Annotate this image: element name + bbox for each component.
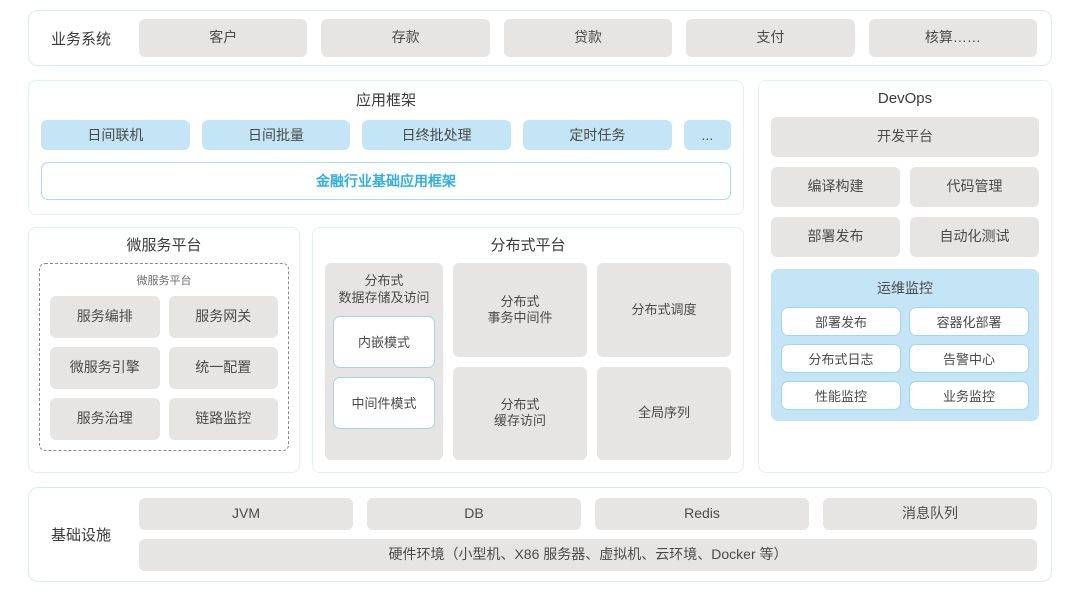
dist-chip-scheduling[interactable]: 分布式调度: [597, 263, 731, 357]
infra-chip-hardware-environment[interactable]: 硬件环境（小型机、X86 服务器、虚拟机、云环境、Docker 等）: [139, 539, 1037, 571]
microservice-platform-section: 微服务平台 微服务平台 服务编排 服务网关 微服务引擎 统一配置 服务治理 链路…: [28, 227, 300, 473]
devops-chip-code-management[interactable]: 代码管理: [910, 167, 1039, 207]
infra-chip-jvm[interactable]: JVM: [139, 498, 353, 530]
ms-chip-service-gateway[interactable]: 服务网关: [168, 296, 278, 338]
application-framework-chip-list: 日间联机 日间批量 日终批处理 定时任务 ...: [41, 120, 731, 150]
devops-pair-row-1: 编译构建 代码管理: [771, 167, 1039, 207]
app-chip-daytime-online[interactable]: 日间联机: [41, 120, 190, 150]
distributed-platform-section: 分布式平台 分布式 数据存储及访问 内嵌模式 中间件模式: [312, 227, 744, 473]
business-system-deposit[interactable]: 存款: [321, 19, 490, 57]
application-framework-title: 应用框架: [355, 92, 416, 109]
dist-chip-transaction-middleware-line1: 分布式: [500, 293, 540, 309]
platform-band: 应用框架 日间联机 日间批量 日终批处理 定时任务 ... 金融行业基础应用框架…: [28, 80, 1052, 473]
business-system-accounting[interactable]: 核算……: [868, 19, 1038, 57]
ops-monitoring-grid: 部署发布 容器化部署 分布式日志 告警中心 性能监控 业务监控: [781, 307, 1029, 410]
ms-chip-microservice-engine[interactable]: 微服务引擎: [50, 347, 160, 389]
devops-chip-deploy-release[interactable]: 部署发布: [771, 217, 900, 257]
devops-chip-automated-testing[interactable]: 自动化测试: [910, 217, 1039, 257]
business-system-loan[interactable]: 贷款: [503, 19, 673, 57]
microservice-platform-title: 微服务平台: [126, 237, 202, 254]
distributed-platform-grid: 分布式 数据存储及访问 内嵌模式 中间件模式 分布式事务中间件: [325, 263, 731, 460]
ops-chip-distributed-log[interactable]: 分布式日志: [781, 344, 901, 373]
dist-chip-transaction-middleware-line2: 事务中间件: [487, 309, 553, 325]
ops-monitoring-title: 运维监控: [877, 280, 933, 296]
distributed-platform-title: 分布式平台: [490, 237, 566, 254]
app-chip-daytime-batch[interactable]: 日间批量: [201, 120, 351, 150]
infrastructure-label: 基础设施: [51, 527, 112, 544]
platform-panels: 微服务平台 微服务平台 服务编排 服务网关 微服务引擎 统一配置 服务治理 链路…: [28, 227, 744, 473]
dist-chip-transaction-middleware[interactable]: 分布式事务中间件: [453, 263, 587, 357]
infrastructure-section: 基础设施 JVM DB Redis 消息队列 硬件环境（小型机、X86 服务器、…: [28, 487, 1052, 582]
microservice-capability-grid: 服务编排 服务网关 微服务引擎 统一配置 服务治理 链路监控: [50, 296, 278, 440]
business-system-customer[interactable]: 客户: [139, 19, 308, 57]
distributed-storage-title-line2: 数据存储及访问: [338, 289, 430, 305]
ops-chip-containerized-deploy[interactable]: 容器化部署: [909, 307, 1029, 336]
infrastructure-chip-list: JVM DB Redis 消息队列: [139, 498, 1037, 530]
business-system-payment[interactable]: 支付: [686, 19, 855, 57]
infrastructure-body: JVM DB Redis 消息队列 硬件环境（小型机、X86 服务器、虚拟机、云…: [139, 498, 1037, 571]
microservice-platform-inner-box: 微服务平台 服务编排 服务网关 微服务引擎 统一配置 服务治理 链路监控: [39, 263, 289, 451]
storage-mode-middleware[interactable]: 中间件模式: [333, 376, 435, 429]
business-systems-chip-list: 客户 存款 贷款 支付 核算……: [139, 19, 1038, 57]
app-chip-eod-batch[interactable]: 日终批处理: [362, 120, 512, 150]
dist-chip-cache-access[interactable]: 分布式缓存访问: [453, 366, 587, 460]
ms-chip-service-orchestration[interactable]: 服务编排: [50, 296, 160, 338]
distributed-capability-grid: 分布式事务中间件 分布式调度 分布式缓存访问 全局序列: [453, 263, 731, 460]
ops-chip-alert-center[interactable]: 告警中心: [909, 344, 1029, 373]
infra-chip-message-queue[interactable]: 消息队列: [823, 498, 1037, 530]
devops-section: DevOps 开发平台 编译构建 代码管理 部署发布 自动化测试 运维监控 部署…: [758, 80, 1052, 473]
distributed-storage-card[interactable]: 分布式 数据存储及访问 内嵌模式 中间件模式: [325, 263, 443, 460]
ops-chip-business-monitoring[interactable]: 业务监控: [909, 381, 1029, 410]
ms-chip-unified-config[interactable]: 统一配置: [168, 347, 278, 389]
distributed-storage-title-line1: 分布式: [364, 273, 404, 288]
ops-monitoring-section: 运维监控 部署发布 容器化部署 分布式日志 告警中心 性能监控 业务监控: [771, 269, 1039, 421]
financial-base-framework-bar[interactable]: 金融行业基础应用框架: [41, 162, 731, 200]
devops-title: DevOps: [877, 90, 933, 107]
devops-chip-dev-platform[interactable]: 开发平台: [771, 117, 1039, 157]
business-systems-section: 业务系统 客户 存款 贷款 支付 核算……: [28, 10, 1052, 66]
ms-chip-service-governance[interactable]: 服务治理: [50, 398, 160, 440]
application-framework-section: 应用框架 日间联机 日间批量 日终批处理 定时任务 ... 金融行业基础应用框架: [28, 80, 744, 215]
ops-chip-performance-monitoring[interactable]: 性能监控: [781, 381, 901, 410]
hardware-environment-row: 硬件环境（小型机、X86 服务器、虚拟机、云环境、Docker 等）: [139, 539, 1037, 571]
infra-chip-redis[interactable]: Redis: [595, 498, 809, 530]
devops-chip-compile-build[interactable]: 编译构建: [771, 167, 900, 207]
ops-chip-deploy-release[interactable]: 部署发布: [781, 307, 901, 336]
app-chip-more[interactable]: ...: [683, 120, 731, 150]
ms-chip-trace-monitoring[interactable]: 链路监控: [168, 398, 278, 440]
business-systems-label: 业务系统: [51, 30, 112, 48]
storage-mode-embedded[interactable]: 内嵌模式: [333, 315, 435, 368]
dist-chip-global-sequence[interactable]: 全局序列: [597, 366, 731, 460]
distributed-storage-title: 分布式 数据存储及访问: [333, 273, 435, 307]
platform-left-column: 应用框架 日间联机 日间批量 日终批处理 定时任务 ... 金融行业基础应用框架…: [28, 80, 744, 473]
devops-pair-row-2: 部署发布 自动化测试: [771, 217, 1039, 257]
microservice-platform-subtitle: 微服务平台: [136, 275, 192, 287]
dist-chip-cache-access-line1: 分布式: [500, 397, 540, 412]
distributed-storage-column: 分布式 数据存储及访问 内嵌模式 中间件模式: [325, 263, 443, 460]
infra-chip-db[interactable]: DB: [367, 498, 581, 530]
app-chip-scheduled-task[interactable]: 定时任务: [523, 120, 672, 150]
devops-column: DevOps 开发平台 编译构建 代码管理 部署发布 自动化测试 运维监控 部署…: [758, 80, 1052, 473]
dist-chip-cache-access-line2: 缓存访问: [493, 413, 546, 429]
